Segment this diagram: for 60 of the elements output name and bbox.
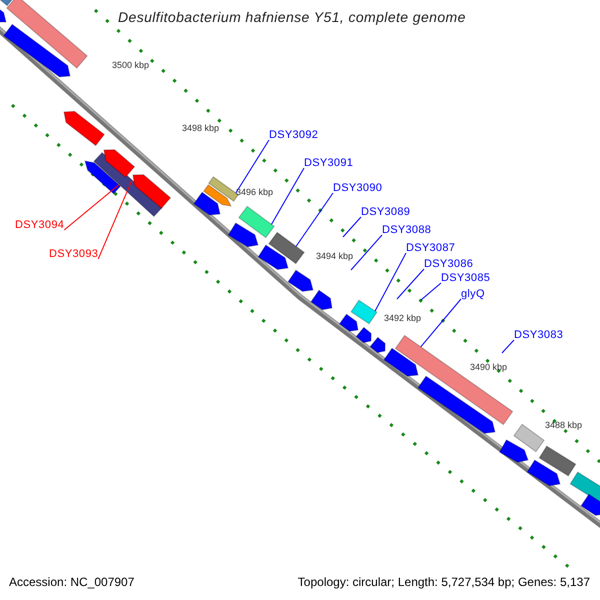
pointed-gene-block [132,174,172,209]
gene-label: DSY3090 [333,182,382,195]
gene-block [513,424,545,452]
pointed-gene-block [526,459,561,486]
pointed-gene-block [228,222,259,248]
gene-label: DSY3092 [269,129,318,142]
pointed-gene-block [258,244,289,270]
gene-label: DSY3089 [361,206,410,219]
scale-label: 3496 kbp [236,187,274,198]
gene-label: DSY3088 [382,224,432,237]
leader-line [296,192,334,247]
leader-line [502,340,514,354]
pointed-gene-block [63,110,105,146]
gene-label: DSY3083 [514,329,564,342]
scale-label: 3494 kbp [316,251,354,262]
pointed-gene-block [84,160,122,194]
leader-line [235,140,270,194]
gene-label: glyQ [461,288,485,301]
gene-label: DSY3085 [441,272,490,285]
gene-block [394,334,514,426]
pointed-gene-block [287,270,314,292]
gene-block [268,232,305,264]
pointed-gene-block [370,336,386,354]
leader-line [342,216,362,238]
pointed-gene-block [3,24,71,78]
pointed-gene-block [383,348,419,377]
leader-line [374,252,406,312]
gene-label: DSY3091 [304,157,354,170]
pointed-gene-block [356,326,372,344]
gene-label: DSY3094 [15,219,64,232]
gene-block [538,445,576,477]
gene-block [6,0,88,69]
leader-line [420,282,442,300]
pointed-gene-block [203,184,232,207]
pointed-gene-block [310,290,333,310]
genome-summary-text: Topology: circular; Length: 5,727,534 bp; Genes: 5,137 [298,575,590,589]
gene-label: DSY3093 [49,248,98,261]
pointed-gene-block [498,439,529,463]
scale-label: 3498 kbp [182,123,220,134]
scale-label: 3500 kbp [112,60,150,71]
accession-text: Accession: NC_007907 [9,575,134,589]
leader-line [270,168,304,225]
scale-label: 3488 kbp [545,420,582,431]
leader-line [396,268,424,300]
leader-line [98,180,133,260]
pointed-gene-block [193,192,221,216]
leader-line [420,298,462,348]
gene-block [238,206,275,238]
pointed-gene-block [338,314,359,332]
pointed-gene-block [580,494,600,516]
leader-line [350,234,382,270]
map-title: Desulfitobacterium hafniense Y51, complete genome [118,9,466,25]
gene-label: DSY3087 [406,242,456,255]
gene-label: DSY3086 [424,258,474,271]
leader-line [64,184,120,230]
scale-label: 3492 kbp [384,313,422,324]
gene-block [350,300,378,324]
scale-label: 3490 kbp [470,362,508,373]
pointed-gene-block [417,376,496,434]
pointed-gene-block [103,149,136,178]
